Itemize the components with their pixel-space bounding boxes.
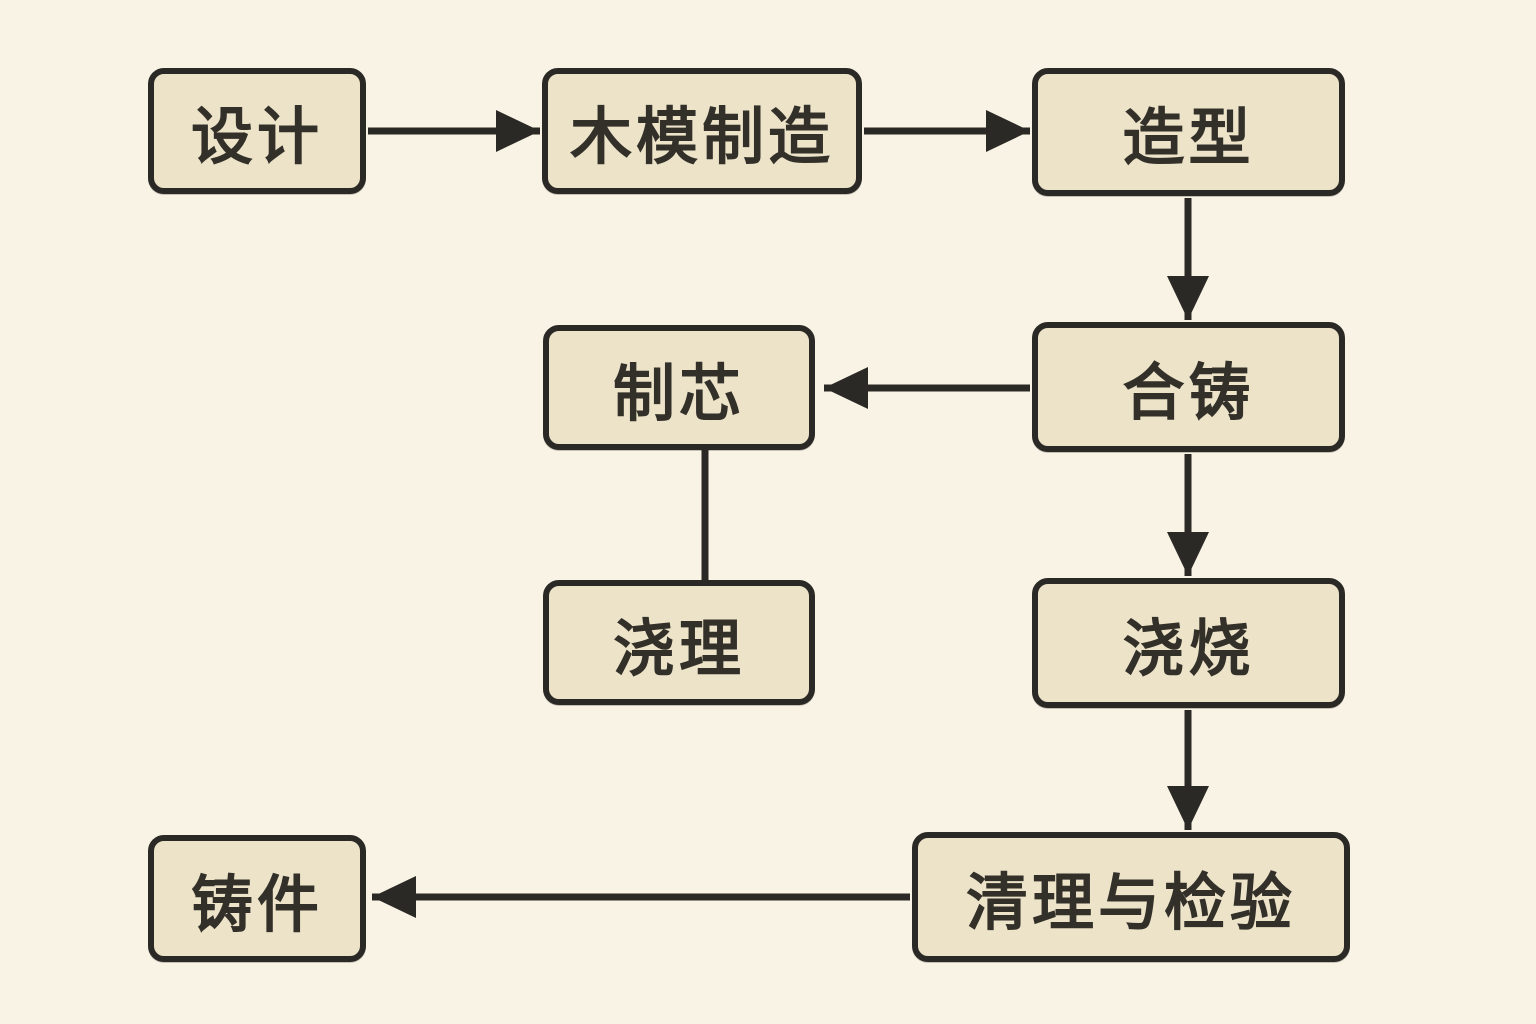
node-pouring: 浇烧 (1032, 578, 1345, 708)
node-pour-prep: 浇理 (543, 580, 815, 705)
node-cleaning-inspection: 清理与检验 (912, 832, 1350, 962)
node-core-making: 制芯 (543, 325, 815, 450)
node-design: 设计 (148, 68, 366, 194)
node-wood-pattern-making: 木模制造 (542, 68, 862, 194)
node-casting: 铸件 (148, 835, 366, 962)
node-molding: 造型 (1032, 68, 1345, 196)
node-mold-assembly: 合铸 (1032, 322, 1345, 452)
